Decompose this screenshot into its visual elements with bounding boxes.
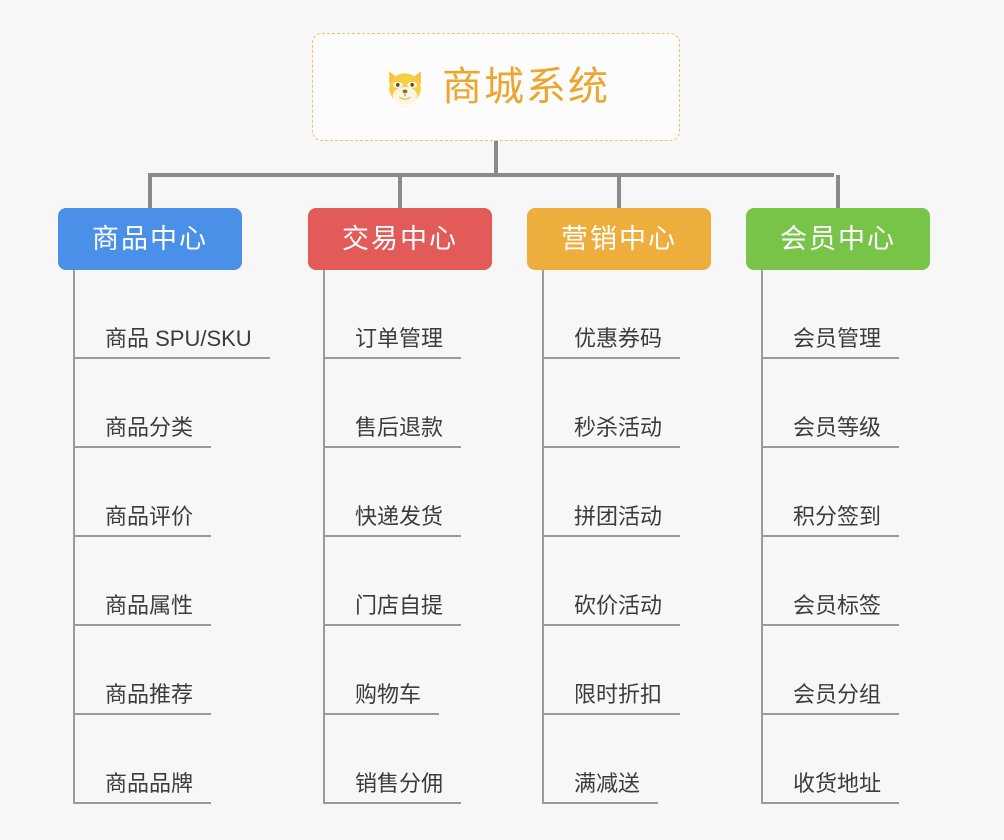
item-list-3: 优惠券码 秒杀活动 拼团活动 砍价活动 限时折扣 满减送 xyxy=(542,270,772,804)
branch-column-4: 会员中心 会员管理 会员等级 积分签到 会员标签 会员分组 收货地址 xyxy=(746,208,930,804)
category-box-1[interactable]: 商品中心 xyxy=(58,208,242,270)
item-label: 积分签到 xyxy=(793,504,882,529)
item-label: 商品评价 xyxy=(105,504,194,529)
list-item[interactable]: 砍价活动 xyxy=(542,537,772,626)
category-title-2: 交易中心 xyxy=(342,223,458,254)
list-item[interactable]: 商品分类 xyxy=(73,359,303,448)
spine-1 xyxy=(73,270,75,804)
connector-root-stem xyxy=(494,141,498,175)
item-label: 会员标签 xyxy=(793,593,882,618)
list-item[interactable]: 商品品牌 xyxy=(73,715,303,804)
list-item[interactable]: 订单管理 xyxy=(323,270,553,359)
item-label: 会员分组 xyxy=(793,682,882,707)
item-label: 商品推荐 xyxy=(105,682,194,707)
item-label: 商品分类 xyxy=(105,415,194,440)
item-label: 订单管理 xyxy=(355,326,444,351)
spine-3 xyxy=(542,270,544,804)
item-label: 会员管理 xyxy=(793,326,882,351)
item-label: 收货地址 xyxy=(793,771,882,796)
branch-column-1: 商品中心 商品 SPU/SKU 商品分类 商品评价 商品属性 商品推荐 商品品牌 xyxy=(58,208,270,804)
list-item[interactable]: 购物车 xyxy=(323,626,553,715)
connector-horizontal-bus xyxy=(148,173,834,177)
item-label: 满减送 xyxy=(574,771,641,796)
item-label: 快递发货 xyxy=(355,504,444,529)
root-title: 商城系统 xyxy=(442,65,610,109)
category-title-1: 商品中心 xyxy=(92,223,208,254)
item-list-2: 订单管理 售后退款 快递发货 门店自提 购物车 销售分佣 xyxy=(323,270,553,804)
list-item[interactable]: 快递发货 xyxy=(323,448,553,537)
item-label: 销售分佣 xyxy=(355,771,444,796)
list-item[interactable]: 满减送 xyxy=(542,715,772,804)
item-label: 拼团活动 xyxy=(574,504,663,529)
list-item[interactable]: 会员管理 xyxy=(761,270,991,359)
list-item[interactable]: 销售分佣 xyxy=(323,715,553,804)
spine-4 xyxy=(761,270,763,804)
connector-drop-3 xyxy=(617,175,621,208)
item-label: 商品品牌 xyxy=(105,771,194,796)
list-item[interactable]: 收货地址 xyxy=(761,715,991,804)
list-item[interactable]: 商品评价 xyxy=(73,448,303,537)
item-list-4: 会员管理 会员等级 积分签到 会员标签 会员分组 收货地址 xyxy=(761,270,991,804)
list-item[interactable]: 商品 SPU/SKU xyxy=(73,270,303,359)
branch-column-3: 营销中心 优惠券码 秒杀活动 拼团活动 砍价活动 限时折扣 满减送 xyxy=(527,208,711,804)
item-label: 售后退款 xyxy=(355,415,444,440)
list-item[interactable]: 商品推荐 xyxy=(73,626,303,715)
item-list-1: 商品 SPU/SKU 商品分类 商品评价 商品属性 商品推荐 商品品牌 xyxy=(73,270,303,804)
list-item[interactable]: 会员标签 xyxy=(761,537,991,626)
category-box-3[interactable]: 营销中心 xyxy=(527,208,711,270)
item-label: 秒杀活动 xyxy=(574,415,663,440)
item-label: 门店自提 xyxy=(355,593,444,618)
list-item[interactable]: 限时折扣 xyxy=(542,626,772,715)
list-item[interactable]: 会员等级 xyxy=(761,359,991,448)
item-label: 商品属性 xyxy=(105,593,194,618)
item-label: 限时折扣 xyxy=(574,682,663,707)
list-item[interactable]: 门店自提 xyxy=(323,537,553,626)
branch-column-2: 交易中心 订单管理 售后退款 快递发货 门店自提 购物车 销售分佣 xyxy=(308,208,492,804)
list-item[interactable]: 积分签到 xyxy=(761,448,991,537)
category-box-4[interactable]: 会员中心 xyxy=(746,208,930,270)
list-item[interactable]: 秒杀活动 xyxy=(542,359,772,448)
shiba-dog-icon xyxy=(382,64,428,110)
connector-drop-1 xyxy=(148,175,152,208)
item-label: 优惠券码 xyxy=(574,326,663,351)
list-item[interactable]: 售后退款 xyxy=(323,359,553,448)
connector-drop-2 xyxy=(398,175,402,208)
item-label: 砍价活动 xyxy=(574,593,663,618)
spine-2 xyxy=(323,270,325,804)
item-label: 会员等级 xyxy=(793,415,882,440)
list-item[interactable]: 拼团活动 xyxy=(542,448,772,537)
root-node[interactable]: 商城系统 xyxy=(312,33,680,141)
category-box-2[interactable]: 交易中心 xyxy=(308,208,492,270)
list-item[interactable]: 商品属性 xyxy=(73,537,303,626)
item-label: 商品 SPU/SKU xyxy=(105,326,252,351)
connector-drop-4 xyxy=(836,175,840,208)
list-item[interactable]: 优惠券码 xyxy=(542,270,772,359)
category-title-4: 会员中心 xyxy=(780,223,896,254)
list-item[interactable]: 会员分组 xyxy=(761,626,991,715)
item-label: 购物车 xyxy=(355,682,422,707)
category-title-3: 营销中心 xyxy=(561,223,677,254)
